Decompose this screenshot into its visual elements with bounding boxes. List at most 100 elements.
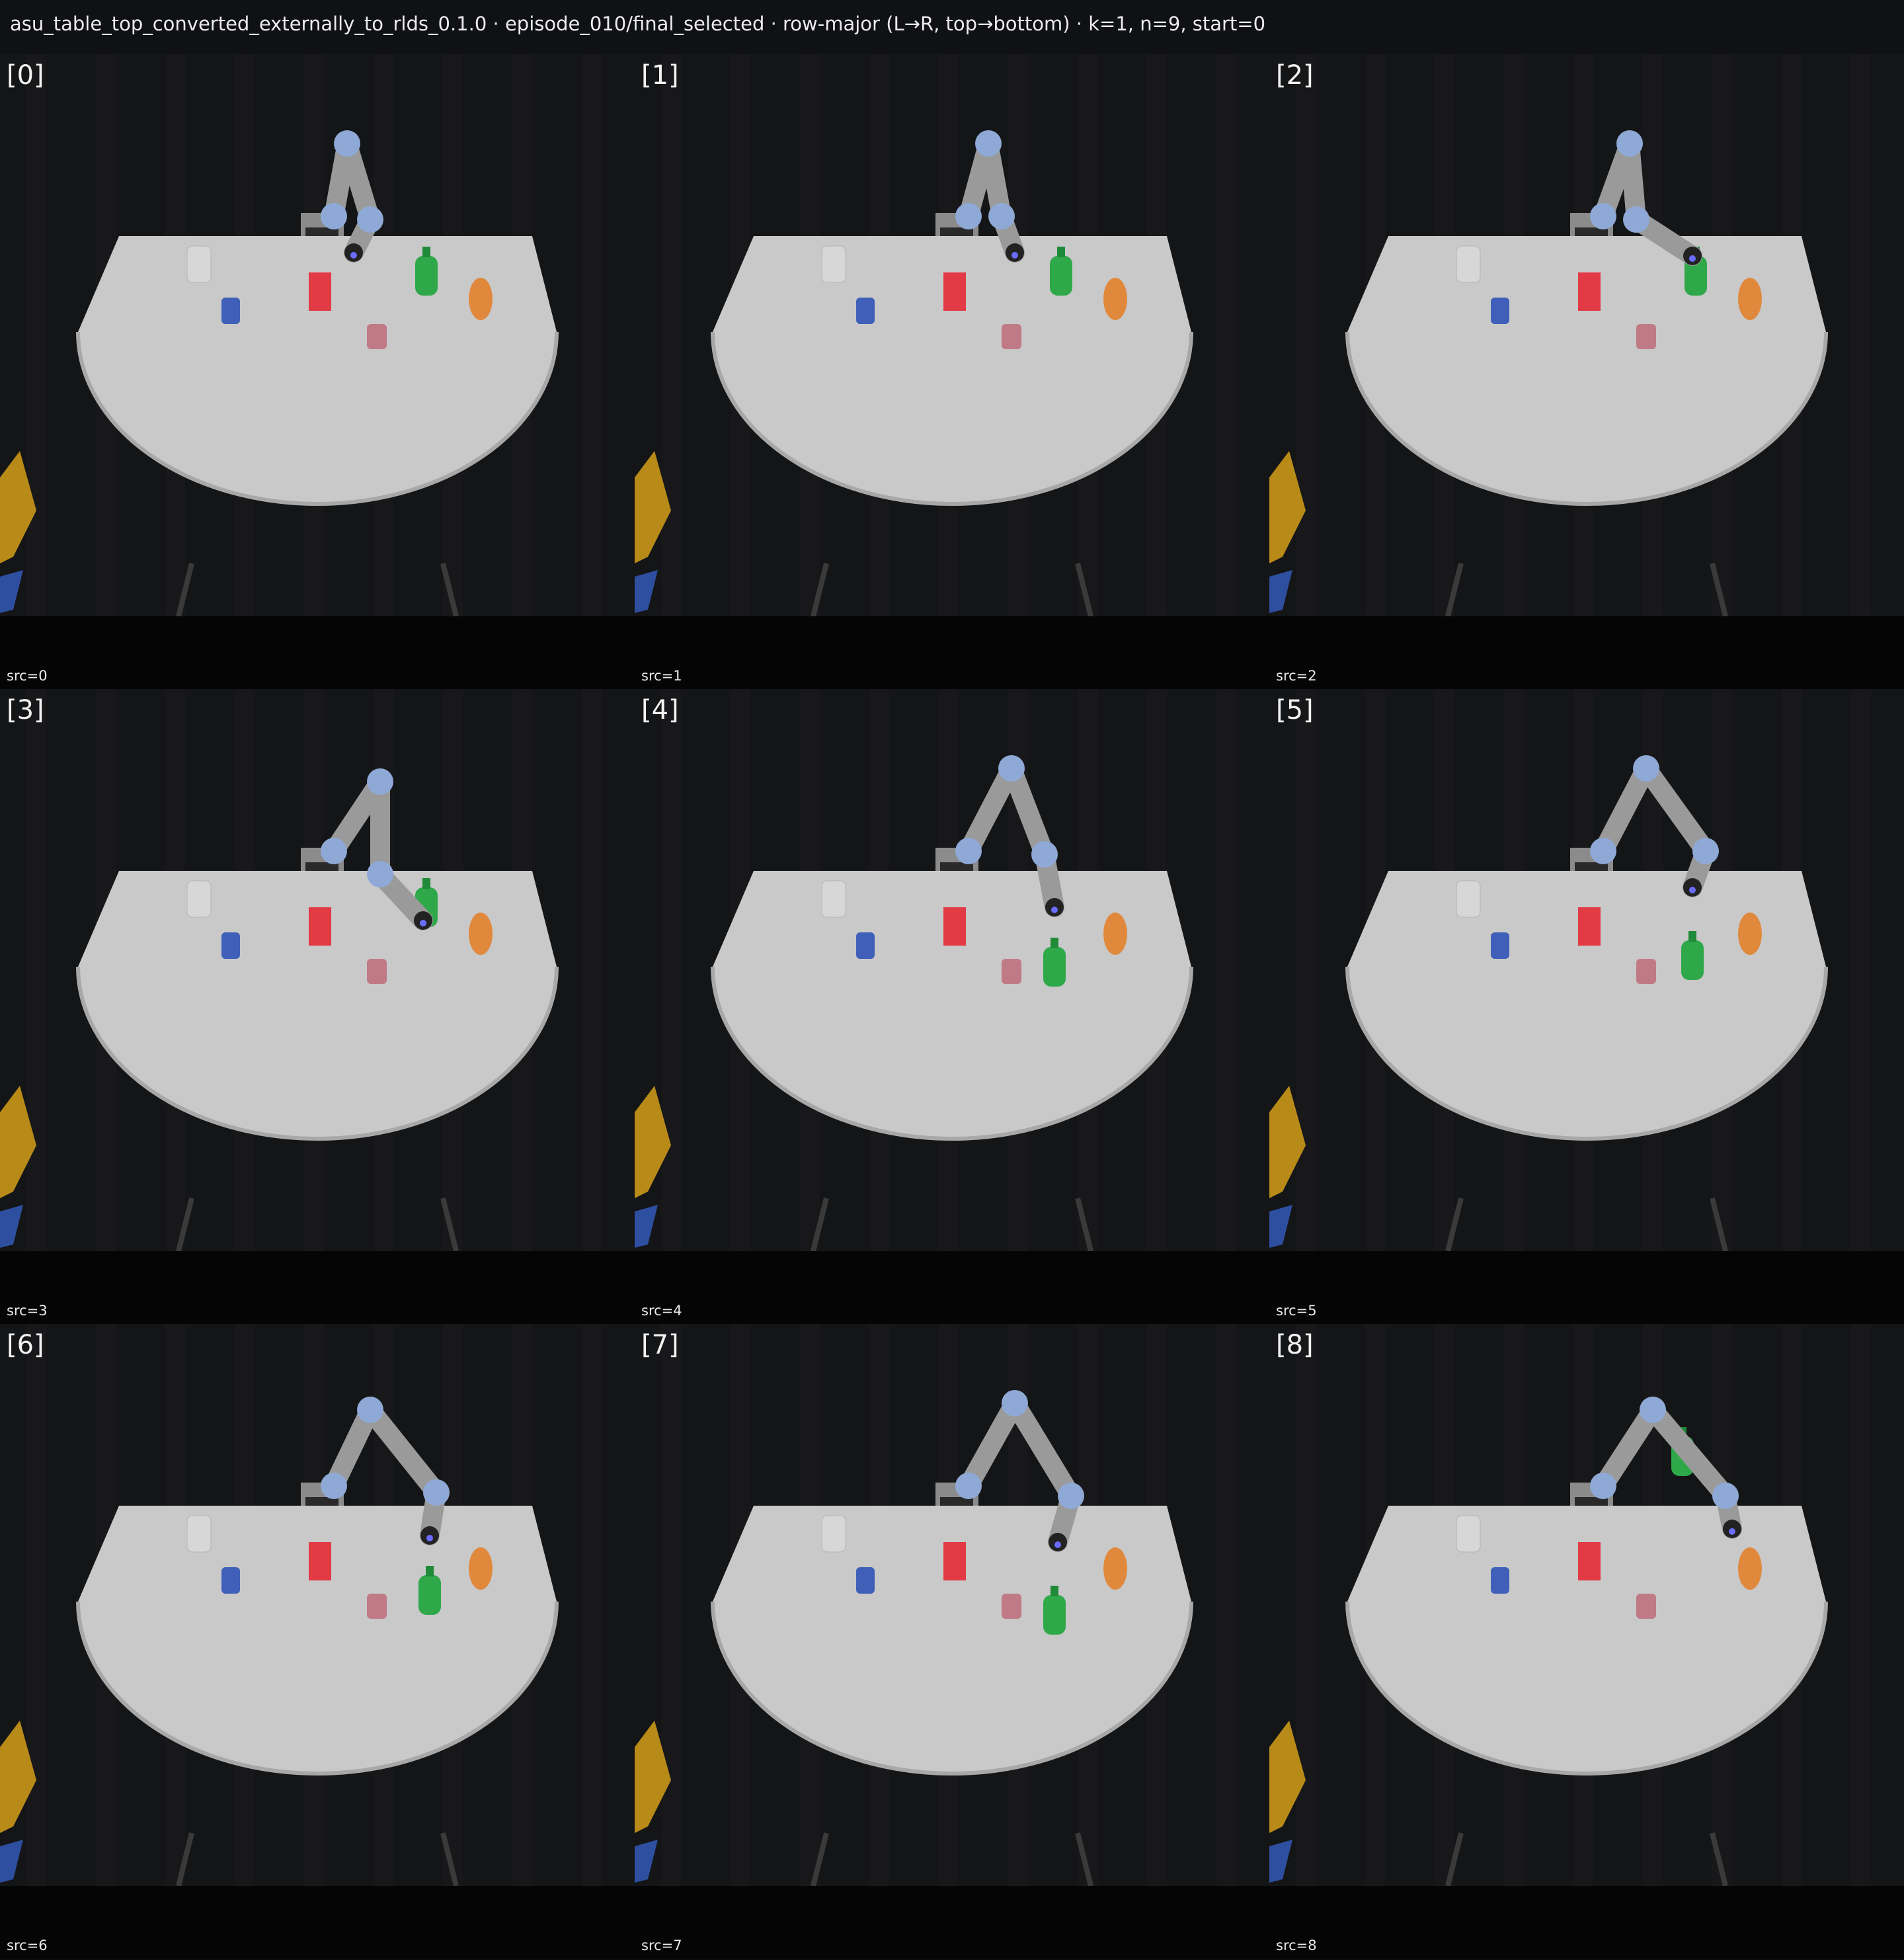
frame-panel: [2] src=2 xyxy=(1269,54,1904,689)
frame-grid: [0] src=0 [1] src=1 [2] src=2 [3] src=3 … xyxy=(0,54,1904,1960)
robot-arm-link xyxy=(337,134,380,229)
cup xyxy=(821,1515,846,1553)
cup xyxy=(186,245,212,283)
table-edge xyxy=(1345,331,1828,506)
robot-joint xyxy=(367,768,393,795)
table-top xyxy=(78,236,557,504)
cup xyxy=(821,880,846,918)
table-top xyxy=(713,871,1191,1139)
frame-image xyxy=(1269,689,1904,1251)
frame-panel: [5] src=5 xyxy=(1269,689,1904,1324)
chair-base-shape xyxy=(635,1205,658,1248)
red-block xyxy=(309,907,331,946)
cup xyxy=(1456,1515,1481,1553)
red-block xyxy=(309,1542,331,1580)
orange-toy xyxy=(1103,1547,1127,1590)
bottle-body xyxy=(418,1575,441,1615)
curtain-fold xyxy=(661,54,681,616)
chair-base-shape xyxy=(0,1840,23,1883)
scene-svg xyxy=(635,54,1269,616)
robot-joint xyxy=(357,206,383,233)
frame-image xyxy=(1269,54,1904,616)
frame-panel: [4] src=4 xyxy=(635,689,1269,1324)
frame-index-label: [3] xyxy=(7,695,44,725)
table-leg xyxy=(811,563,829,616)
bottle-body xyxy=(415,256,438,296)
table-edge xyxy=(1345,966,1828,1141)
robot-arm-link xyxy=(360,1400,446,1502)
curtain-fold xyxy=(26,1324,46,1886)
table-leg xyxy=(811,1832,829,1886)
gripper-light xyxy=(1012,252,1018,259)
frame-source-label: src=7 xyxy=(641,1938,682,1953)
table-top xyxy=(1347,871,1826,1139)
pink-can xyxy=(1636,959,1656,984)
gripper-light xyxy=(1689,887,1696,893)
orange-toy xyxy=(1738,278,1762,320)
green-bottle xyxy=(1043,938,1066,987)
table-leg xyxy=(1075,1832,1093,1886)
curtain-fold xyxy=(582,54,602,616)
blue-can xyxy=(856,1567,875,1594)
table-edge xyxy=(711,1601,1193,1776)
gripper-light xyxy=(1051,907,1058,913)
frame-image xyxy=(0,54,635,616)
frame-index-label: [7] xyxy=(641,1330,679,1360)
frame-source-label: src=3 xyxy=(7,1303,48,1319)
robot-joint xyxy=(998,755,1025,782)
page-title: asu_table_top_converted_externally_to_rl… xyxy=(10,13,1266,35)
chair-shape xyxy=(635,451,671,563)
bottle-cap xyxy=(1051,938,1058,948)
table-edge xyxy=(76,966,559,1141)
chair-shape xyxy=(635,1086,671,1198)
robot-joint xyxy=(357,1397,383,1423)
robot-joint xyxy=(1590,203,1616,229)
bottle-cap xyxy=(422,878,430,889)
orange-toy xyxy=(1103,913,1127,955)
red-block xyxy=(1578,907,1601,946)
curtain-fold xyxy=(1851,689,1871,1251)
frame-index-label: [8] xyxy=(1276,1330,1314,1360)
robot-joint xyxy=(975,130,1002,157)
red-block xyxy=(943,907,966,946)
chair-shape xyxy=(0,451,36,563)
bottle-body xyxy=(1043,1595,1066,1635)
robot-arm-link xyxy=(1636,758,1716,861)
red-block xyxy=(943,1542,966,1580)
table-leg xyxy=(440,1832,459,1886)
robot-joint xyxy=(334,130,360,157)
frame-image xyxy=(635,54,1269,616)
orange-toy xyxy=(469,913,493,955)
cup xyxy=(1456,245,1481,283)
blue-can xyxy=(221,298,240,324)
table-top xyxy=(713,1506,1191,1774)
frame-panel: [8] src=8 xyxy=(1269,1324,1904,1959)
robot-joint xyxy=(321,203,347,229)
table-leg xyxy=(1445,1832,1464,1886)
curtain-fold xyxy=(1216,1324,1236,1886)
chair-base-shape xyxy=(1269,1205,1292,1248)
bottle-cap xyxy=(1688,931,1696,942)
pink-can xyxy=(1636,1594,1656,1619)
chair-shape xyxy=(1269,1721,1306,1833)
table-top xyxy=(713,236,1191,504)
robot-arm-link xyxy=(1005,1393,1081,1506)
robot-joint xyxy=(1616,130,1643,157)
robot-arm-link xyxy=(959,758,1021,861)
curtain-fold xyxy=(1851,54,1871,616)
robot-joint xyxy=(367,861,393,887)
chair-base-shape xyxy=(0,1205,23,1248)
curtain-fold xyxy=(582,689,602,1251)
cup xyxy=(821,245,846,283)
red-block xyxy=(1578,1542,1601,1580)
gripper-light xyxy=(1689,255,1696,262)
green-bottle xyxy=(1681,931,1704,980)
frame-source-label: src=5 xyxy=(1276,1303,1317,1319)
table-top xyxy=(78,1506,557,1774)
curtain-fold xyxy=(1296,689,1316,1251)
blue-can xyxy=(1491,932,1509,959)
robot-joint xyxy=(1590,1473,1616,1499)
frame-source-label: src=6 xyxy=(7,1938,48,1953)
red-block xyxy=(309,272,331,311)
robot-arm-link xyxy=(1593,758,1656,861)
